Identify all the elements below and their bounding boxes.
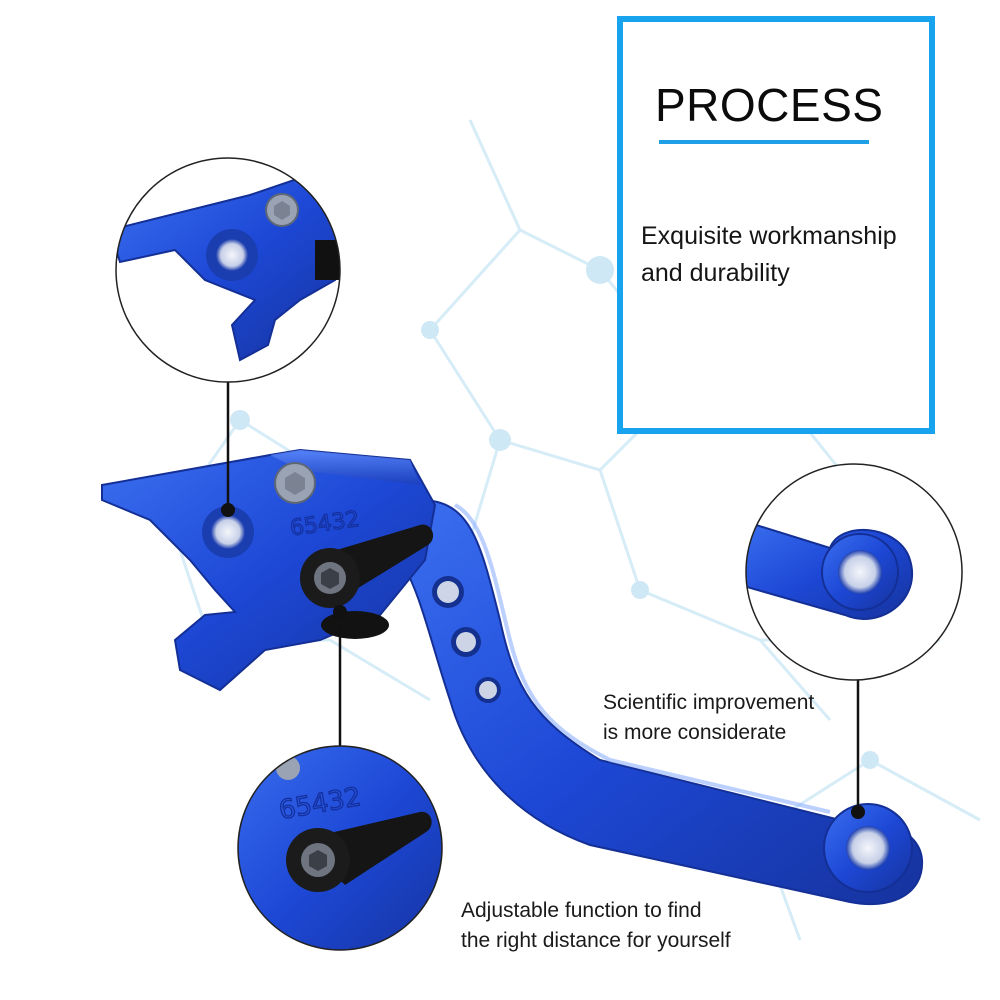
callout-scientific: Scientific improvement is more considera…	[603, 688, 814, 748]
callout-lines	[226, 380, 860, 812]
callout-scientific-line2: is more considerate	[603, 721, 787, 744]
process-underline	[659, 140, 869, 144]
process-title: PROCESS	[655, 79, 884, 131]
zoom-circle-mount	[115, 157, 341, 383]
callout-scientific-line1: Scientific improvement	[603, 691, 815, 714]
zoom-circle-end	[745, 463, 963, 681]
process-description-line2: and durability	[641, 259, 790, 287]
callout-adjustable: Adjustable function to find the right di…	[461, 896, 731, 956]
callout-adjustable-line1: Adjustable function to find	[461, 899, 702, 922]
process-description-line1: Exquisite workmanship	[641, 222, 897, 250]
process-description: Exquisite workmanship and durability	[641, 218, 937, 292]
callout-dots	[221, 503, 865, 819]
process-box: PROCESS Exquisite workmanship and durabi…	[617, 16, 935, 434]
callout-adjustable-line2: the right distance for yourself	[461, 929, 731, 952]
brake-lever: 65432	[101, 448, 924, 906]
zoom-circle-adjuster: 65432	[237, 745, 443, 951]
